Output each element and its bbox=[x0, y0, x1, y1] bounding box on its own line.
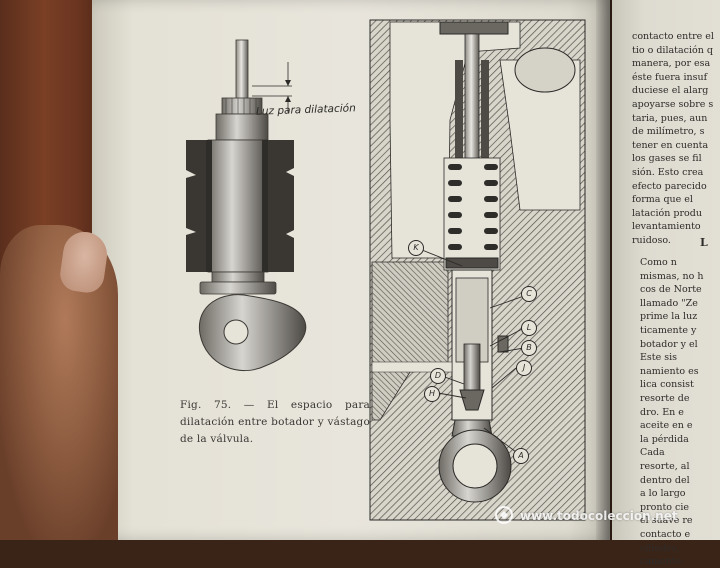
right-page-line: namiento es bbox=[640, 365, 699, 377]
right-page-line: pronto cie bbox=[640, 501, 689, 513]
right-page-line: resorte, al bbox=[640, 461, 690, 472]
right-page-line: forma que el bbox=[632, 194, 693, 206]
right-page-line: ruidoso. bbox=[632, 235, 671, 246]
right-page-line: levantamiento bbox=[632, 221, 701, 233]
right-page-line: lica consist bbox=[640, 379, 694, 391]
watermark-text: www.todocoleccion.net bbox=[520, 509, 678, 523]
right-page-line: los gases se fil bbox=[632, 153, 702, 165]
right-page-line: prime la luz bbox=[640, 311, 698, 323]
right-page-line: Cada bbox=[640, 447, 665, 459]
right-page-line: efecto parecido bbox=[632, 180, 707, 192]
valve-tappet-illustration bbox=[186, 39, 307, 371]
hydraulic-tappet-section bbox=[369, 19, 586, 521]
right-page-line: taria, pues, aun bbox=[632, 112, 708, 124]
right-page-line: tio o dilatación q bbox=[632, 44, 713, 56]
right-page-line: éste fuera insuf bbox=[632, 71, 708, 83]
right-page-line: camente. bbox=[640, 556, 685, 568]
right-page-line: dentro del bbox=[640, 474, 690, 486]
right-page-line: latación produ bbox=[632, 207, 702, 219]
callout-c: C bbox=[521, 286, 537, 302]
right-page-line: contacto entre el bbox=[632, 31, 714, 42]
right-page-line: de milímetro, s bbox=[632, 126, 705, 138]
callout-k: K bbox=[408, 240, 424, 256]
right-page-line: a lo largo bbox=[640, 488, 686, 500]
right-page-line: cos de Norte bbox=[640, 284, 702, 296]
right-page-line: duciese el alarg bbox=[632, 85, 709, 97]
right-page-line: dro. En e bbox=[640, 406, 684, 418]
callout-d: D bbox=[430, 368, 446, 384]
right-page-line: tener en cuenta bbox=[632, 139, 709, 151]
right-page-line: cilindro, bbox=[640, 542, 680, 554]
right-page-line: mismas, no h bbox=[640, 270, 704, 282]
right-page-line: la pérdida bbox=[640, 433, 689, 445]
right-page-line: el suave re bbox=[640, 515, 693, 527]
right-page-line: botador y el bbox=[640, 338, 698, 350]
right-page bbox=[612, 0, 720, 540]
right-page-line: sión. Esto crea bbox=[632, 167, 704, 178]
callout-b: B bbox=[521, 340, 537, 356]
right-page-line: apoyarse sobre s bbox=[632, 99, 714, 110]
right-page-heading: L bbox=[700, 236, 708, 249]
right-page-line: aceite en e bbox=[640, 420, 693, 432]
right-page-line: llamado "Ze bbox=[640, 297, 698, 309]
figure-caption: Fig. 75. — El espacio para dilatación en… bbox=[180, 399, 370, 445]
right-page-line: manera, por esa bbox=[632, 58, 711, 70]
right-page-line: ticamente y bbox=[640, 325, 697, 336]
right-page-line: contacto e bbox=[640, 529, 691, 540]
callout-a: A bbox=[513, 448, 529, 464]
callout-j: J bbox=[516, 360, 532, 376]
right-page-line: Como n bbox=[640, 257, 677, 268]
watermark-logo-icon bbox=[495, 506, 513, 524]
right-page-line: resorte de bbox=[640, 393, 690, 404]
right-page-line: Este sis bbox=[640, 352, 678, 364]
callout-l: L bbox=[521, 320, 537, 336]
callout-h: H bbox=[424, 386, 440, 402]
